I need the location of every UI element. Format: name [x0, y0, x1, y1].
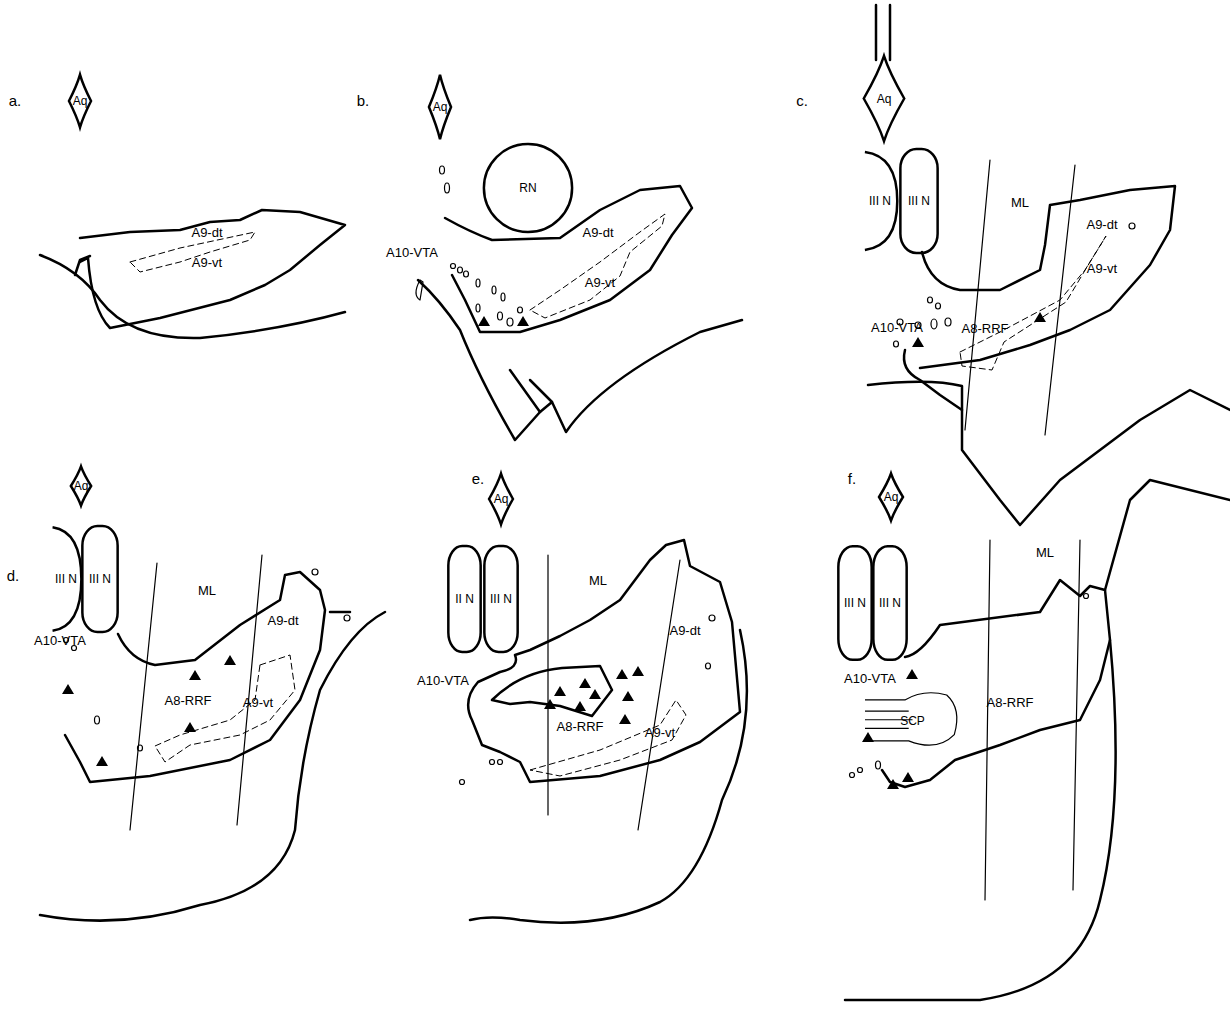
outline-shape [873, 546, 906, 660]
section-b [416, 166, 742, 440]
structure-label: III N [908, 194, 930, 208]
oculomotor-nerve-outline: III N [900, 148, 938, 254]
region-label: A8-RRF [962, 321, 1009, 336]
structure-label: III N [89, 572, 111, 586]
structure-label: RN [519, 181, 536, 195]
oculomotor-nerve-outline: III N [873, 545, 907, 661]
structure-label: Aq [877, 92, 892, 106]
region-label: A10-VTA [386, 245, 438, 260]
structure-label: Aq [433, 100, 448, 114]
region-label: A8-RRF [557, 719, 604, 734]
region-label: A10-VTA [417, 673, 469, 688]
outline-shape [865, 152, 897, 250]
region-label: A9-vt [243, 695, 273, 710]
outline-shape [900, 149, 937, 253]
region-label: ML [1036, 545, 1054, 560]
region-label: A9-vt [645, 725, 675, 740]
structure-label: Aq [74, 479, 89, 493]
region-label: A9-vt [1087, 261, 1117, 276]
panel-letter: c. [796, 92, 808, 109]
region-label: A9-dt [582, 225, 613, 240]
structure-label: Aq [73, 94, 88, 108]
structure-label: Aq [884, 490, 899, 504]
panel-letter: a. [9, 92, 22, 109]
region-label: ML [589, 573, 607, 588]
region-label: ML [1011, 195, 1029, 210]
oculomotor-nerve-outline: III N [838, 545, 872, 661]
structure-label: III N [490, 592, 512, 606]
section-e [460, 540, 747, 923]
outline-shape [429, 75, 451, 140]
outline-shape [82, 526, 117, 632]
section-d [40, 555, 385, 921]
outline-shape [864, 56, 904, 141]
outline-shape [484, 546, 517, 652]
aqueduct-outline: Aq [862, 55, 906, 142]
outline-shape [71, 466, 91, 505]
section-c [868, 5, 1230, 525]
oculomotor-nerve-outline: III N [862, 150, 898, 252]
peduncle-outline: SCP [865, 690, 960, 752]
section-f [845, 480, 1230, 1000]
region-label: ML [198, 583, 216, 598]
section-a [40, 210, 345, 338]
structure-label: III N [844, 596, 866, 610]
oculomotor-nerve-outline: II N [448, 545, 481, 653]
outline-shape [69, 75, 91, 128]
region-label: A9-dt [1086, 217, 1117, 232]
panel-letter: e. [472, 470, 485, 487]
region-label: A9-dt [191, 225, 222, 240]
region-label: A9-dt [267, 613, 298, 628]
region-label: A10-VTA [871, 320, 923, 335]
aqueduct-outline: Aq [68, 74, 92, 128]
oculomotor-nerve-outline: III N [82, 525, 118, 633]
region-label: A9-vt [585, 275, 615, 290]
region-label: A8-RRF [987, 695, 1034, 710]
outline-shape [484, 144, 572, 232]
aqueduct-outline: Aq [70, 466, 92, 506]
panel-letter: b. [357, 92, 370, 109]
outline-shape [53, 527, 82, 631]
region-label: A10-VTA [844, 671, 896, 686]
red-nucleus-outline: RN [483, 143, 573, 233]
region-label: A10-VTA [34, 633, 86, 648]
structure-label: II N [455, 592, 474, 606]
structure-label: Aq [494, 492, 509, 506]
oculomotor-nerve-outline: III N [484, 545, 518, 653]
aqueduct-outline: Aq [488, 473, 514, 525]
cell-markers [62, 312, 1046, 789]
region-label: A9-vt [192, 255, 222, 270]
outline-shape [865, 693, 957, 745]
outline-shape [489, 474, 513, 525]
aqueduct-outline: Aq [428, 74, 452, 140]
structure-label: III N [879, 596, 901, 610]
panel-letter: d. [7, 567, 20, 584]
outline-shape [879, 473, 903, 520]
structure-label: III N [869, 194, 891, 208]
outline-shape [448, 546, 480, 652]
region-label: A8-RRF [165, 693, 212, 708]
aqueduct-outline: Aq [878, 473, 904, 521]
structure-label: SCP [900, 714, 925, 728]
oculomotor-nerve-outline: III N [50, 525, 82, 633]
panel-letter: f. [848, 470, 856, 487]
structure-label: III N [55, 572, 77, 586]
region-label: A9-dt [669, 623, 700, 638]
outline-shape [838, 546, 871, 660]
